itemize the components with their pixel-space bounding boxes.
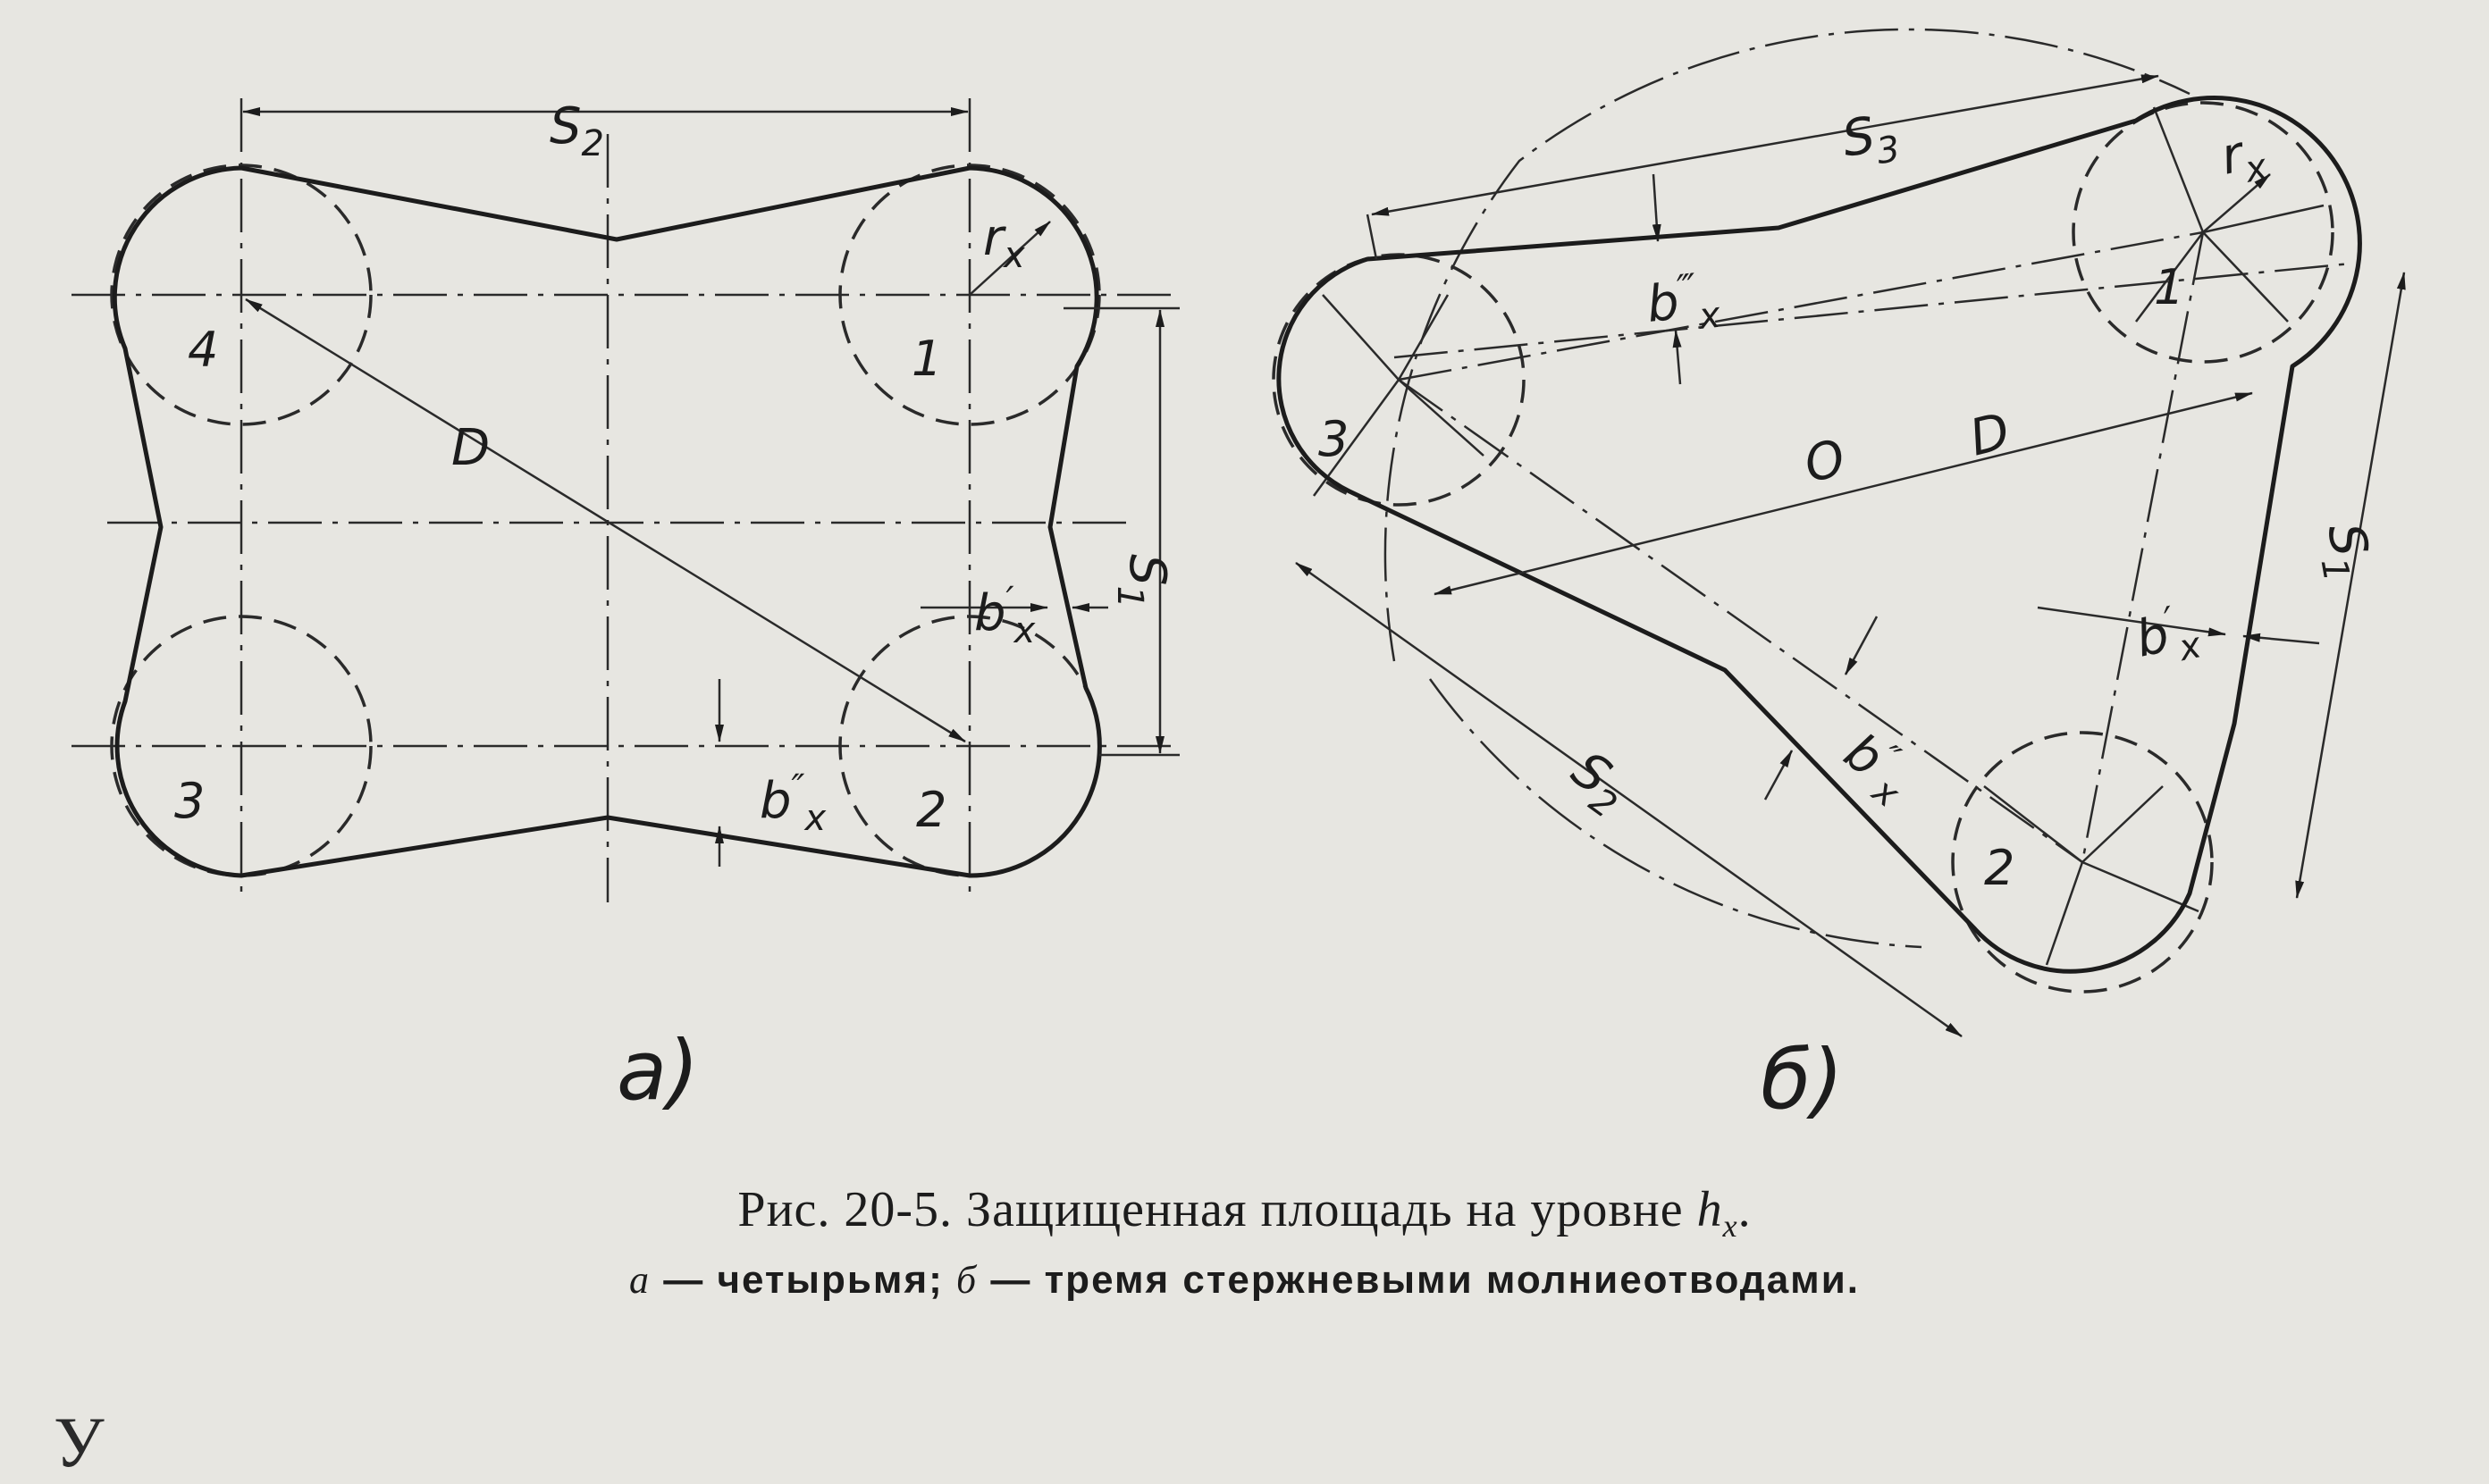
- label-s2: S2: [1556, 741, 1639, 827]
- label-bx2: b″x: [760, 767, 827, 839]
- diagonal-d: [245, 298, 966, 743]
- label-bx2: b″x: [1829, 719, 1924, 817]
- zone-outline: [1276, 96, 2362, 974]
- rod-circle: [838, 163, 1101, 426]
- sublabel-b: б): [1761, 1032, 1844, 1128]
- diagonal-d: [1434, 391, 2253, 596]
- label-d: D: [451, 419, 490, 477]
- label-d: D: [1964, 402, 2016, 468]
- label-rx: rx: [2216, 121, 2271, 195]
- rod-number: 2: [916, 782, 946, 838]
- figure-caption: Рис. 20-5. Защищенная площадь на уровне …: [0, 1181, 2489, 1303]
- dim-s3: [1371, 74, 2159, 216]
- label-s2: S2: [550, 97, 604, 164]
- figure-a: S2 S1 rx D b′x b″x 1 2 3 4 а): [71, 97, 1180, 1119]
- rod-number: 2: [1984, 840, 2014, 896]
- rod-number: 4: [188, 322, 218, 378]
- axis-line: [1393, 262, 2351, 359]
- rod-number: 3: [1318, 411, 1349, 467]
- zone-outline: [112, 165, 1102, 878]
- label-bx1: b′x: [974, 580, 1036, 651]
- construction-rays: [1312, 106, 2325, 966]
- dim-bx2: [1763, 750, 1794, 801]
- rod-number: 1: [2154, 259, 2184, 315]
- label-rx: rx: [983, 209, 1025, 276]
- dim-s3-ext: [1366, 214, 1378, 260]
- rod-number: 1: [912, 331, 942, 387]
- rod-number: 3: [174, 773, 205, 829]
- dim-bx2: [1844, 616, 1879, 675]
- dim-s2: [1295, 561, 1963, 1038]
- dim-bx3: [1652, 173, 1661, 242]
- label-s1: S1: [2307, 519, 2382, 584]
- figure-b: S3 S2 S1 rx O D b′x b″x b‴x 1 2 3 б): [1272, 28, 2406, 1128]
- dim-bx1: [2037, 606, 2226, 637]
- label-s1: S1: [1109, 554, 1176, 608]
- cropped-body-text: У: [54, 1404, 105, 1482]
- radius-rx: [969, 221, 1051, 296]
- label-s3: S3: [1838, 103, 1903, 178]
- label-o: O: [1799, 429, 1851, 495]
- axis-line: [1398, 231, 2204, 381]
- rod-circle: [110, 615, 373, 877]
- dim-bx1: [2242, 633, 2320, 645]
- label-bx3: b‴x: [1644, 264, 1722, 343]
- caption-line-2: а — четырьмя; б — тремя стержневыми молн…: [629, 1258, 1860, 1303]
- axis-line: [2081, 231, 2205, 863]
- protection-zone-figure: S2 S1 rx D b′x b″x 1 2 3 4 а): [71, 28, 2406, 1128]
- circumscribed-arc: [1428, 678, 1922, 949]
- rod-circle: [2072, 101, 2334, 364]
- sublabel-a: а): [617, 1023, 699, 1119]
- dim-bx3: [1672, 330, 1682, 385]
- radius-rx: [2202, 173, 2271, 233]
- rod-circle: [110, 163, 373, 426]
- label-bx1: b′x: [2130, 595, 2205, 678]
- dim-s1: [2295, 272, 2406, 899]
- caption-line-1: Рис. 20-5. Защищенная площадь на уровне …: [737, 1182, 1752, 1245]
